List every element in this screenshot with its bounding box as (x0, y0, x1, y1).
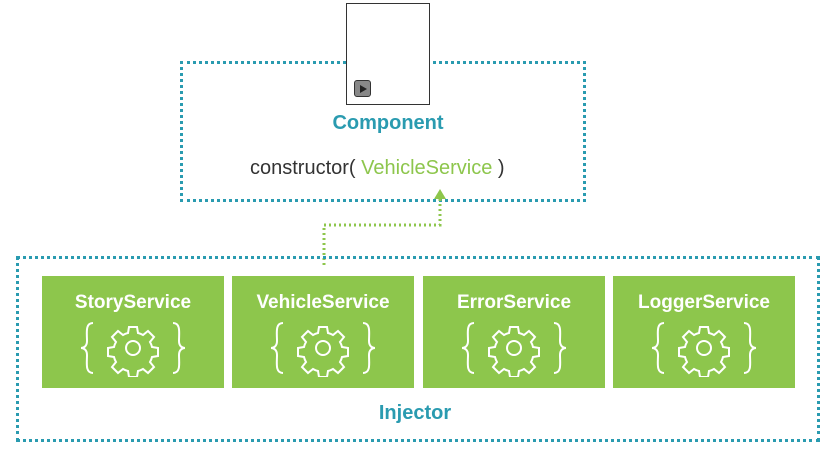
braced-gear-icon (461, 322, 567, 377)
service-name: ErrorService (456, 292, 572, 313)
service-name: StoryService (74, 292, 192, 313)
injector-label: Injector (378, 402, 452, 424)
service-box-story: StoryService (42, 276, 224, 388)
play-icon (354, 80, 371, 97)
service-box-error: ErrorService (423, 276, 605, 388)
service-box-vehicle: VehicleService (232, 276, 414, 388)
constructor-signature: constructor( VehicleService ) (250, 157, 505, 180)
constructor-suffix: ) (497, 157, 505, 179)
braced-gear-icon (270, 322, 376, 377)
service-name: LoggerService (638, 292, 770, 313)
constructor-prefix: constructor( (250, 157, 356, 179)
constructor-param: VehicleService (361, 157, 493, 179)
braced-gear-icon (651, 322, 757, 377)
service-box-logger: LoggerService (613, 276, 795, 388)
service-name: VehicleService (256, 292, 390, 313)
connector-arrowhead (434, 189, 446, 199)
component-label: Component (332, 112, 444, 134)
injection-connector (322, 189, 446, 265)
braced-gear-icon (80, 322, 186, 377)
injector-container (16, 256, 820, 442)
